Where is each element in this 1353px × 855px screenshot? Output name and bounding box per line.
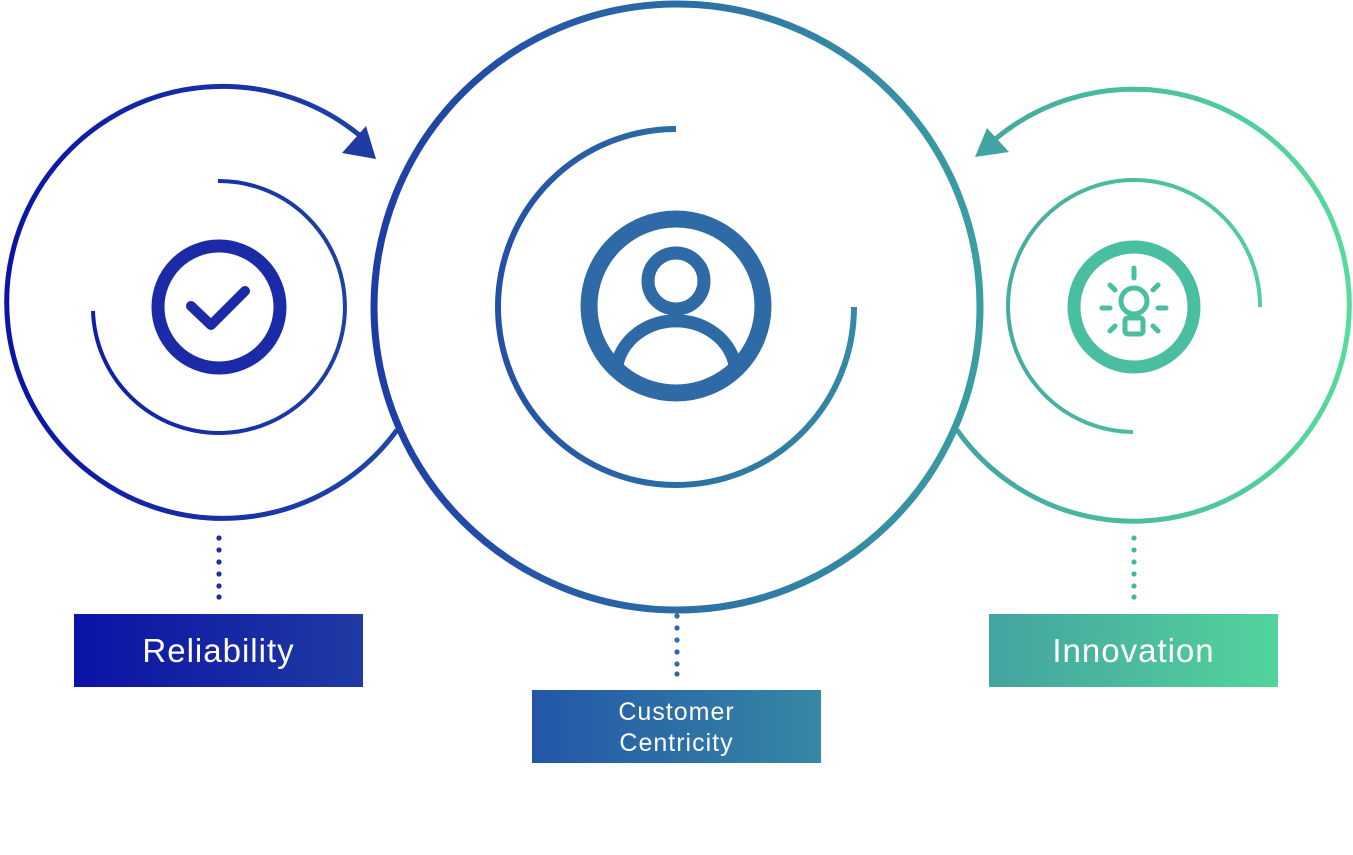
check-circle-icon xyxy=(151,239,287,375)
innovation-label: Innovation xyxy=(1052,631,1215,669)
customer-connector-dots xyxy=(674,613,680,677)
customer-inner-arc xyxy=(495,126,857,488)
innovation-inner-arc xyxy=(1006,178,1263,434)
reliability-outer-arc xyxy=(4,83,400,521)
reliability-arrowhead xyxy=(342,126,376,159)
reliability-connector-dots xyxy=(216,535,222,600)
innovation-node xyxy=(954,86,1352,600)
customer-centricity-label-box: Customer Centricity xyxy=(532,690,821,763)
customer-centricity-label-line-2: Centricity xyxy=(619,728,734,757)
innovation-connector-dots xyxy=(1131,535,1137,600)
reliability-inner-arc xyxy=(91,178,347,435)
lightbulb-icon xyxy=(1067,240,1201,374)
innovation-arrowhead xyxy=(975,128,1009,157)
reliability-node xyxy=(4,83,400,600)
user-circle-icon xyxy=(580,210,772,402)
customer-centricity-label-line-1: Customer xyxy=(618,697,735,726)
reliability-label: Reliability xyxy=(142,631,295,669)
innovation-label-box: Innovation xyxy=(989,614,1278,687)
reliability-label-box: Reliability xyxy=(74,614,363,687)
innovation-outer-arc xyxy=(954,86,1352,524)
customer-centricity-node xyxy=(370,0,984,677)
